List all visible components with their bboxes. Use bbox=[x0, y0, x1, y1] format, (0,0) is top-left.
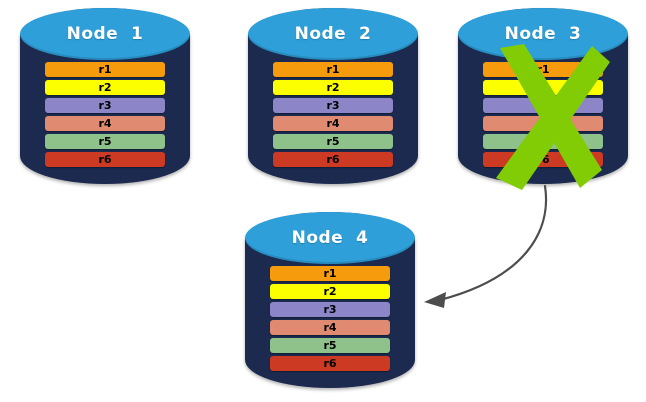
node-4-cylinder-top bbox=[245, 212, 415, 264]
record-label: r3 bbox=[326, 99, 340, 112]
record-label: r6 bbox=[323, 357, 337, 370]
record-row: r5 bbox=[272, 134, 394, 149]
record-row: r5 bbox=[44, 134, 166, 149]
record-label: r6 bbox=[536, 153, 550, 166]
connector-arrowhead bbox=[424, 292, 446, 308]
node-3[interactable]: Node 3 r1 r2 r3 r4 r5 r6 bbox=[458, 8, 628, 190]
record-row: r5 bbox=[269, 338, 391, 353]
record-label: r5 bbox=[323, 339, 337, 352]
node-4-title: Node 4 bbox=[291, 228, 369, 248]
record-row: r4 bbox=[482, 116, 604, 131]
record-row: r4 bbox=[272, 116, 394, 131]
record-label: r4 bbox=[536, 117, 550, 130]
record-label: r5 bbox=[98, 135, 112, 148]
node-1-records: r1 r2 r3 r4 r5 r6 bbox=[20, 62, 190, 167]
record-label: r2 bbox=[326, 81, 340, 94]
record-label: r4 bbox=[326, 117, 340, 130]
record-label: r1 bbox=[323, 267, 337, 280]
record-label: r6 bbox=[98, 153, 112, 166]
record-row: r6 bbox=[272, 152, 394, 167]
record-label: r6 bbox=[326, 153, 340, 166]
record-row: r3 bbox=[44, 98, 166, 113]
record-row: r4 bbox=[269, 320, 391, 335]
record-row: r6 bbox=[269, 356, 391, 371]
record-label: r2 bbox=[98, 81, 112, 94]
node-3-title: Node 3 bbox=[504, 24, 582, 44]
record-label: r4 bbox=[323, 321, 337, 334]
record-row: r2 bbox=[482, 80, 604, 95]
record-label: r2 bbox=[536, 81, 550, 94]
record-row: r2 bbox=[44, 80, 166, 95]
record-label: r1 bbox=[98, 63, 112, 76]
connector-path bbox=[438, 184, 548, 302]
node-3-records: r1 r2 r3 r4 r5 r6 bbox=[458, 62, 628, 167]
record-row: r1 bbox=[482, 62, 604, 77]
record-row: r3 bbox=[269, 302, 391, 317]
record-row: r6 bbox=[44, 152, 166, 167]
node-2[interactable]: Node 2 r1 r2 r3 r4 r5 r6 bbox=[248, 8, 418, 184]
record-row: r5 bbox=[482, 134, 604, 149]
record-label: r3 bbox=[323, 303, 337, 316]
record-label: r4 bbox=[98, 117, 112, 130]
record-label: r1 bbox=[536, 63, 550, 76]
node-1[interactable]: Node 1 r1 r2 r3 r4 r5 r6 bbox=[20, 8, 190, 184]
record-row: r1 bbox=[44, 62, 166, 77]
record-row: r1 bbox=[269, 266, 391, 281]
record-row: r3 bbox=[272, 98, 394, 113]
node-4[interactable]: Node 4 r1 r2 r3 r4 r5 r6 bbox=[245, 212, 415, 388]
record-label: r5 bbox=[326, 135, 340, 148]
record-label: r3 bbox=[98, 99, 112, 112]
record-row: r3 bbox=[482, 98, 604, 113]
node-2-records: r1 r2 r3 r4 r5 r6 bbox=[248, 62, 418, 167]
record-label: r3 bbox=[536, 99, 550, 112]
record-row: r1 bbox=[272, 62, 394, 77]
record-label: r1 bbox=[326, 63, 340, 76]
record-label: r2 bbox=[323, 285, 337, 298]
node-1-title: Node 1 bbox=[66, 24, 144, 44]
node-1-cylinder-top bbox=[20, 8, 190, 60]
record-label: r5 bbox=[536, 135, 550, 148]
node-2-cylinder-top bbox=[248, 8, 418, 60]
node-2-title: Node 2 bbox=[294, 24, 372, 44]
record-row: r4 bbox=[44, 116, 166, 131]
node-4-records: r1 r2 r3 r4 r5 r6 bbox=[245, 266, 415, 371]
record-row: r2 bbox=[269, 284, 391, 299]
record-row: r2 bbox=[272, 80, 394, 95]
record-row: r6 bbox=[482, 152, 604, 167]
